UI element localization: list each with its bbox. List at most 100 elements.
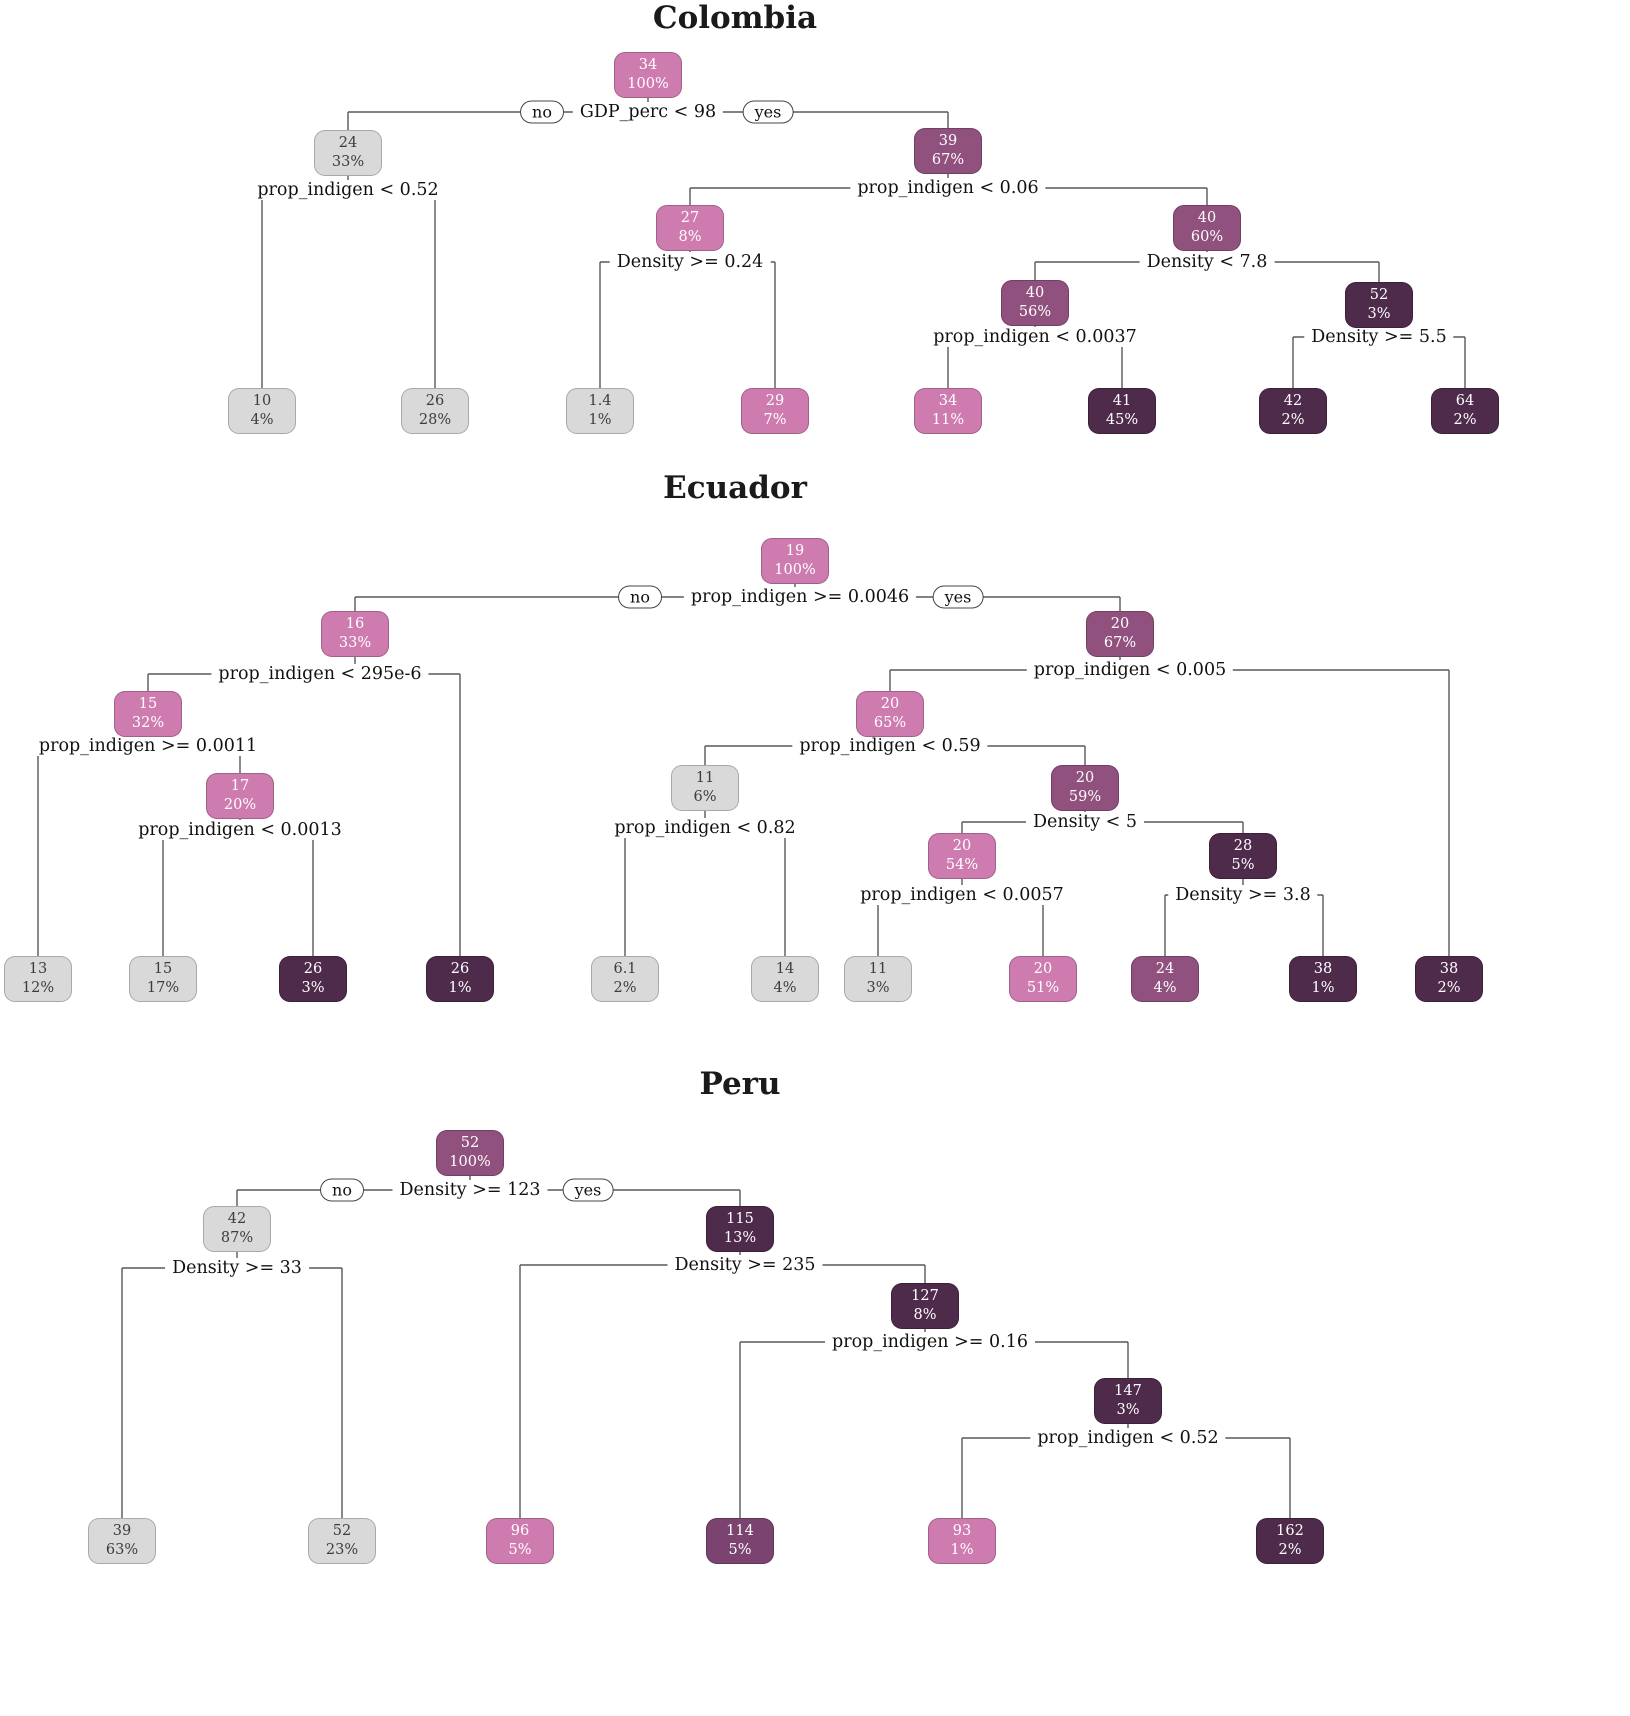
node-percent: 60% [1190,229,1224,245]
node-value: 20 [1033,961,1053,978]
node-percent: 5% [728,1542,752,1558]
split-label: prop_indigen >= 0.0011 [31,736,265,756]
tree-title: Ecuador [663,470,807,506]
node-percent: 32% [131,715,165,731]
tree-node: 24 4% [1131,956,1199,1002]
node-percent: 3% [866,980,890,996]
node-value: 20 [880,696,900,713]
split-label: prop_indigen < 0.005 [1026,660,1234,680]
node-percent: 67% [931,152,965,168]
branch-yes-pill: yes [932,585,984,609]
node-value: 26 [425,393,445,410]
node-value: 162 [1276,1523,1304,1540]
node-percent: 3% [1116,1402,1140,1418]
node-percent: 100% [774,562,816,578]
tree-node: 14 4% [751,956,819,1002]
split-label: prop_indigen < 0.52 [250,180,446,200]
tree-node: 11 3% [844,956,912,1002]
node-percent: 3% [301,980,325,996]
tree-node: 24 33% [314,130,382,176]
node-value: 16 [345,616,365,633]
split-label: prop_indigen < 0.0013 [131,820,349,840]
tree-node: 127 8% [891,1283,959,1329]
tree-node: 20 59% [1051,765,1119,811]
node-percent: 59% [1068,789,1102,805]
node-percent: 4% [250,412,274,428]
node-percent: 51% [1026,980,1060,996]
split-label: GDP_perc < 98 [572,102,724,122]
node-value: 28 [1233,838,1253,855]
node-value: 24 [338,135,358,152]
tree-node: 115 13% [706,1206,774,1252]
node-value: 27 [680,210,700,227]
node-percent: 100% [449,1154,491,1170]
tree-node: 93 1% [928,1518,996,1564]
node-value: 13 [28,961,48,978]
tree-node: 42 2% [1259,388,1327,434]
split-label: prop_indigen >= 0.0046 [683,587,917,607]
node-value: 20 [952,838,972,855]
node-value: 40 [1197,210,1217,227]
node-value: 11 [695,770,715,787]
split-label: prop_indigen < 0.82 [607,818,803,838]
split-label: Density >= 235 [667,1255,823,1275]
node-percent: 1% [448,980,472,996]
tree-node: 15 17% [129,956,197,1002]
split-label: Density < 7.8 [1139,252,1275,272]
node-value: 52 [460,1135,480,1152]
tree-node: 20 67% [1086,611,1154,657]
node-value: 39 [938,133,958,150]
split-label: Density >= 33 [165,1258,309,1278]
tree-node: 39 67% [914,128,982,174]
node-value: 42 [227,1211,247,1228]
tree-node: 17 20% [206,773,274,819]
node-percent: 4% [773,980,797,996]
node-value: 127 [911,1288,939,1305]
node-value: 20 [1075,770,1095,787]
tree-node: 29 7% [741,388,809,434]
tree-node: 20 51% [1009,956,1077,1002]
node-value: 39 [112,1523,132,1540]
branch-yes-pill: yes [562,1178,614,1202]
node-percent: 11% [931,412,965,428]
tree-node: 52 3% [1345,282,1413,328]
tree-node: 28 5% [1209,833,1277,879]
tree-node: 39 63% [88,1518,156,1564]
node-value: 52 [332,1523,352,1540]
node-value: 40 [1025,285,1045,302]
tree-node: 34 100% [614,52,682,98]
tree-node: 6.1 2% [591,956,659,1002]
split-label: Density < 5 [1025,812,1145,832]
node-value: 15 [153,961,173,978]
node-value: 114 [726,1523,754,1540]
split-label: Density >= 123 [392,1180,548,1200]
node-percent: 28% [418,412,452,428]
split-label: Density >= 0.24 [609,252,771,272]
tree-node: 162 2% [1256,1518,1324,1564]
node-percent: 8% [913,1307,937,1323]
tree-node: 52 23% [308,1518,376,1564]
tree-node: 1.4 1% [566,388,634,434]
node-value: 14 [775,961,795,978]
tree-node: 96 5% [486,1518,554,1564]
node-percent: 5% [1231,857,1255,873]
node-value: 93 [952,1523,972,1540]
node-percent: 56% [1018,304,1052,320]
tree-node: 42 87% [203,1206,271,1252]
node-percent: 2% [1281,412,1305,428]
node-value: 15 [138,696,158,713]
tree-node: 20 65% [856,691,924,737]
tree-node: 40 56% [1001,280,1069,326]
tree-node: 114 5% [706,1518,774,1564]
node-percent: 54% [945,857,979,873]
node-value: 10 [252,393,272,410]
tree-node: 19 100% [761,538,829,584]
split-label: prop_indigen < 0.52 [1030,1428,1226,1448]
tree-title: Peru [699,1066,781,1102]
node-percent: 67% [1103,635,1137,651]
split-label: prop_indigen < 0.06 [850,178,1046,198]
node-value: 41 [1112,393,1132,410]
tree-node: 16 33% [321,611,389,657]
split-label: prop_indigen < 0.0057 [853,885,1071,905]
